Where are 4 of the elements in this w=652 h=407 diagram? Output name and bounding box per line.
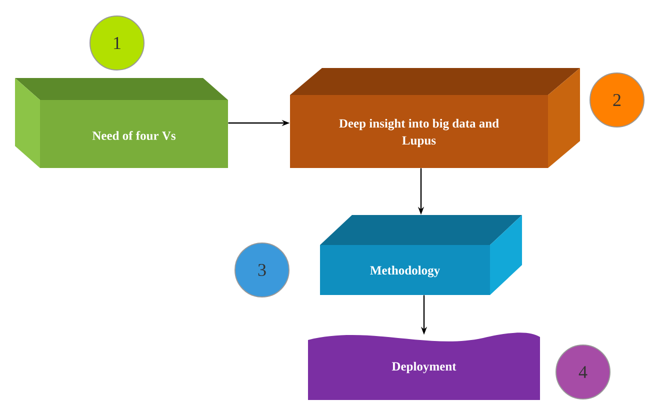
box-3d: Deep insight into big data and Lupus: [290, 68, 580, 168]
box-3d: Need of four Vs: [15, 78, 228, 168]
wavy-banner: Deployment: [308, 332, 540, 400]
box-3d: Methodology: [320, 215, 522, 295]
